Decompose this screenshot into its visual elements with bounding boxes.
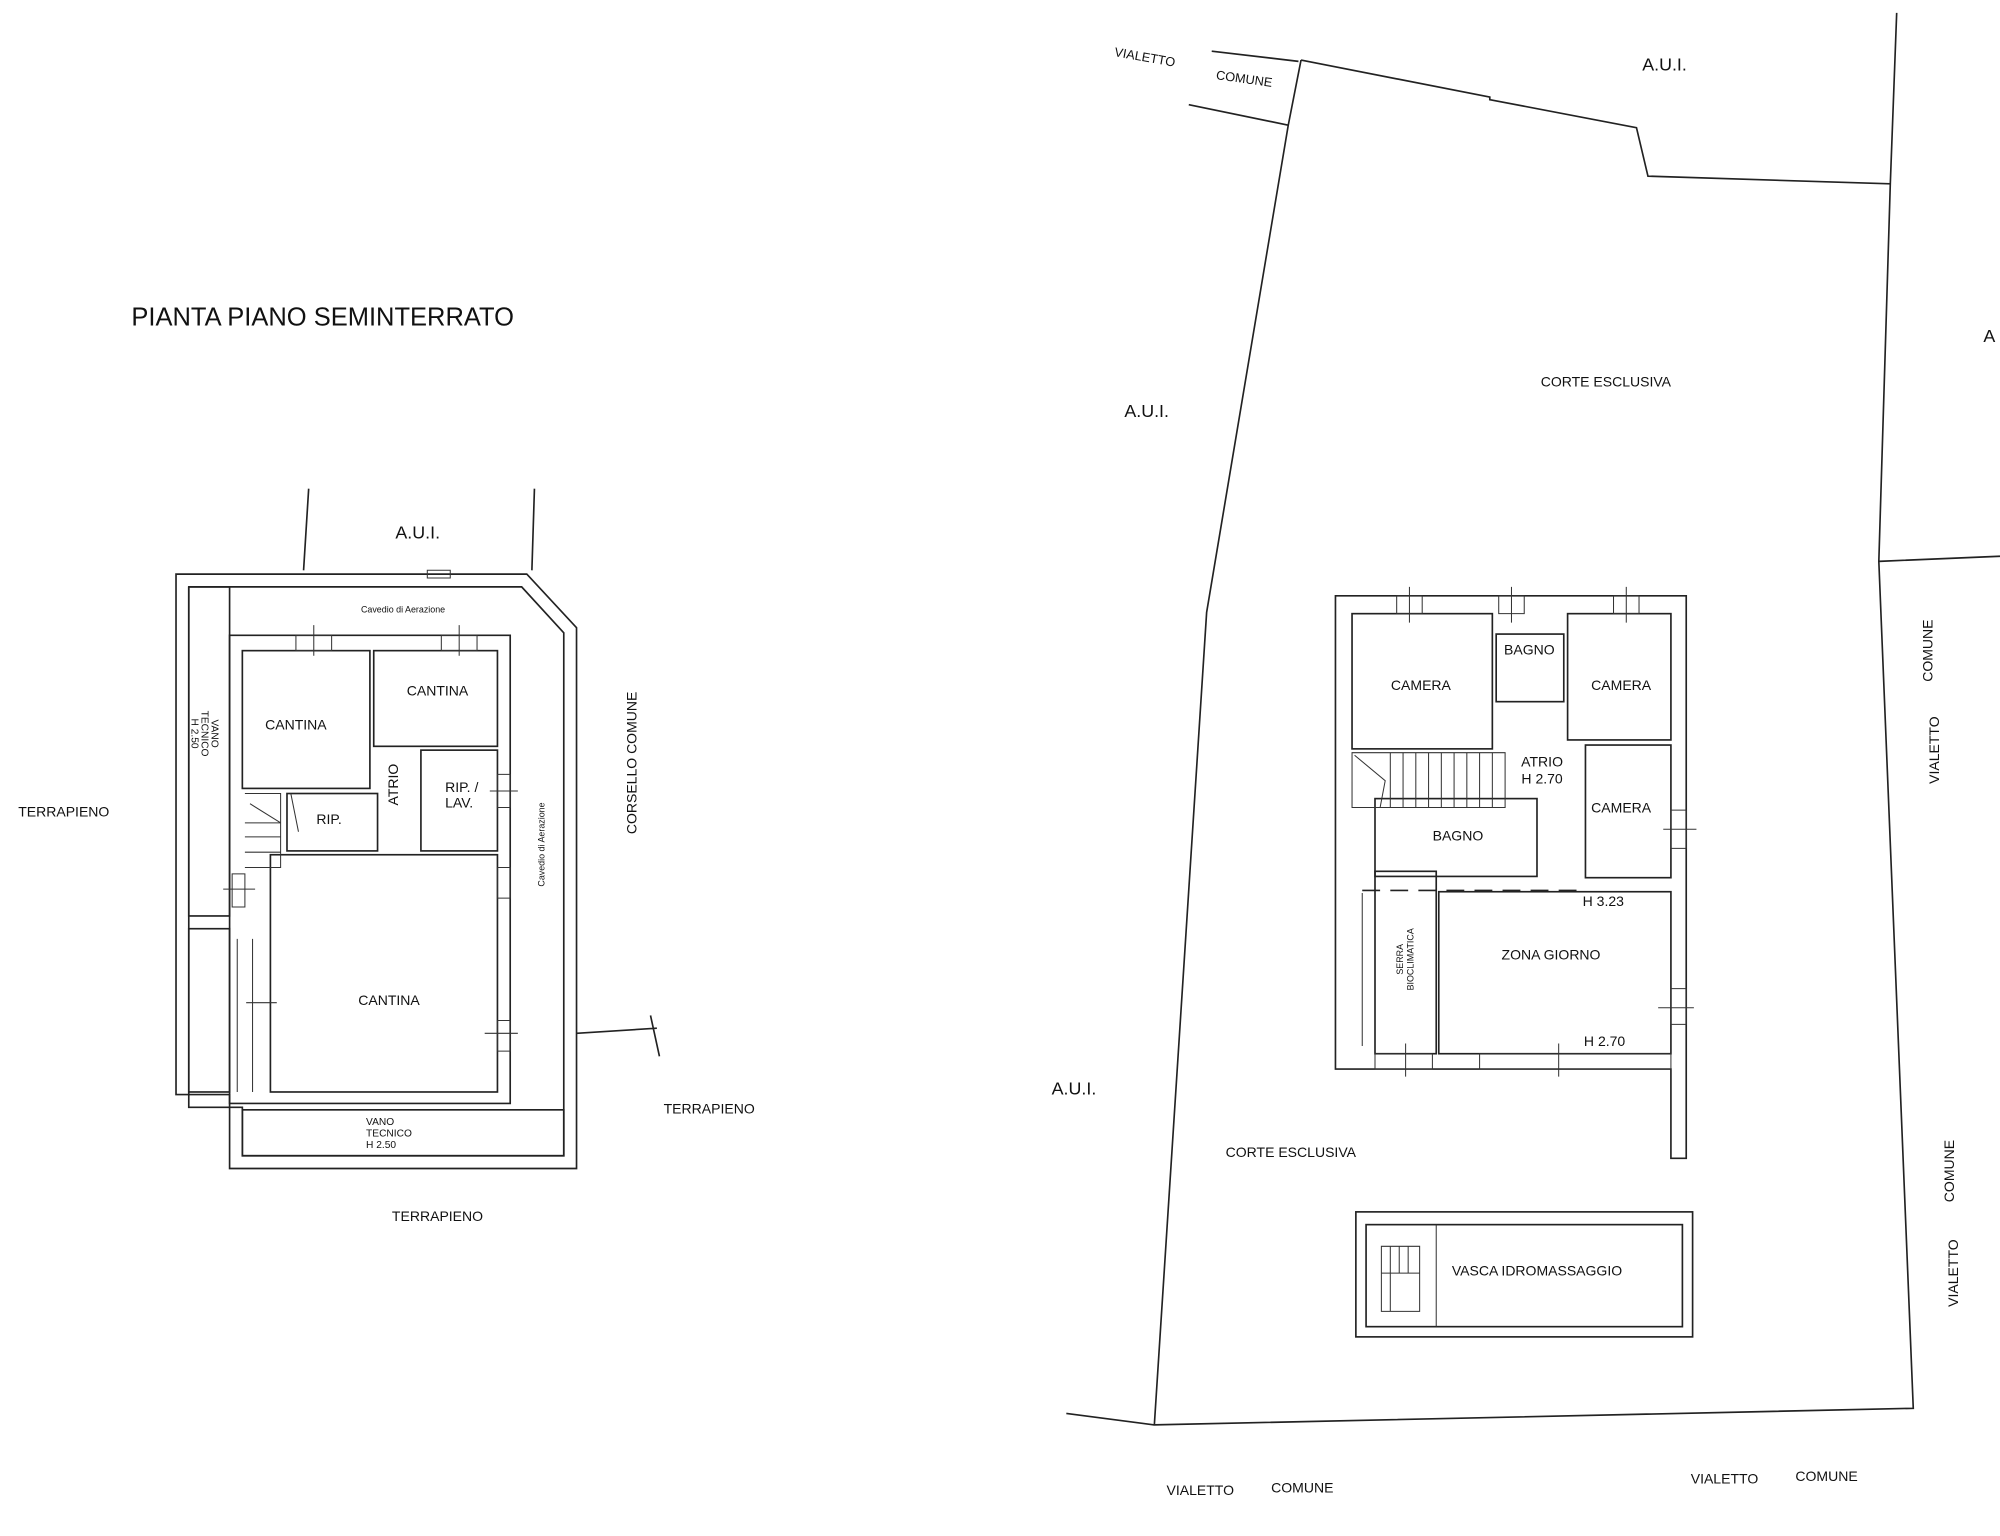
svg-text:VANO: VANO <box>209 719 220 747</box>
terrapieno-left: TERRAPIENO <box>18 803 109 819</box>
room-zona-giorno <box>1437 890 1672 1055</box>
svg-text:TECNICO: TECNICO <box>199 711 210 757</box>
bottom-vialetto-2: VIALETTO <box>1691 1471 1759 1487</box>
atrio-label: ATRIO <box>1521 754 1563 770</box>
cavedio-top-label: Cavedio di Aerazione <box>361 604 445 614</box>
aui-left: A.U.I. <box>1124 401 1169 421</box>
aui-top: A.U.I. <box>1642 54 1687 74</box>
pool-inner <box>1365 1223 1684 1328</box>
house-outer-wall <box>1334 594 1688 1160</box>
camera-2-label: CAMERA <box>1591 677 1652 693</box>
right-vialetto-1: VIALETTO <box>1926 716 1942 784</box>
bottom-comune-1: COMUNE <box>1271 1479 1333 1495</box>
windows <box>1361 586 1697 1077</box>
outer-wall <box>175 573 578 1170</box>
rip-lav-label-1: RIP. / <box>445 779 478 795</box>
vano-bottom-2: TECNICO <box>366 1129 412 1140</box>
lot-boundary <box>1066 12 2000 1426</box>
room-bagno-1 <box>1495 633 1565 703</box>
comune-top: COMUNE <box>1215 67 1273 90</box>
atrio-label: ATRIO <box>385 764 401 806</box>
right-vialetto-2: VIALETTO <box>1945 1239 1961 1307</box>
zona-giorno-label: ZONA GIORNO <box>1502 946 1601 962</box>
room-rip <box>286 792 379 852</box>
cantina-2-label: CANTINA <box>407 682 469 698</box>
basement-plan: PIANTA PIANO SEMINTERRATO A.U.I. Cavedio… <box>18 303 755 1223</box>
rip-label: RIP. <box>316 811 341 827</box>
basement-title: PIANTA PIANO SEMINTERRATO <box>131 303 514 331</box>
windows <box>223 569 518 1092</box>
vano-bottom-3: H 2.50 <box>366 1140 396 1151</box>
h270-label: H 2.70 <box>1584 1033 1625 1049</box>
site-plan: VIALETTO COMUNE A.U.I. A CORTE ESCLUSIVA… <box>1052 12 2000 1498</box>
room-vano-bottom <box>241 1109 565 1157</box>
vano-bottom-1: VANO <box>366 1117 394 1128</box>
terrapieno-right: TERRAPIENO <box>664 1101 755 1117</box>
svg-text:H 2.50: H 2.50 <box>188 719 199 749</box>
bottom-comune-2: COMUNE <box>1795 1468 1857 1484</box>
cantina-1-label: CANTINA <box>265 717 327 733</box>
staircase <box>244 793 299 868</box>
atrio-height-label: H 2.70 <box>1521 770 1562 786</box>
bottom-vialetto-1: VIALETTO <box>1166 1482 1234 1498</box>
serra-label-2: BIOCLIMATICA <box>1405 928 1415 990</box>
bagno-2-label: BAGNO <box>1433 828 1484 844</box>
camera-3-label: CAMERA <box>1591 800 1652 816</box>
pool-outer <box>1355 1211 1694 1338</box>
right-comune-2: COMUNE <box>1941 1140 1957 1202</box>
staircase <box>1351 752 1506 809</box>
vasca-label: VASCA IDROMASSAGGIO <box>1452 1263 1622 1279</box>
room-cantina-big <box>269 853 499 1093</box>
a-right: A <box>1983 326 1995 346</box>
pool-steps <box>1380 1224 1437 1327</box>
aui-label: A.U.I. <box>395 522 440 542</box>
h323-label: H 3.23 <box>1583 893 1624 909</box>
corte-bottom: CORTE ESCLUSIVA <box>1226 1144 1357 1160</box>
vialetto-top: VIALETTO <box>1113 44 1176 69</box>
boundary-lines <box>302 488 661 1057</box>
vano-left-label: VANO TECNICO H 2.50 <box>188 711 219 757</box>
camera-1-label: CAMERA <box>1391 677 1452 693</box>
serra-label-1: SERRA <box>1395 944 1405 975</box>
room-left-lower <box>187 927 231 1093</box>
bagno-1-label: BAGNO <box>1504 641 1555 657</box>
cavedio-side-label: Cavedio di Aerazione <box>537 802 547 886</box>
cantina-big-label: CANTINA <box>358 992 420 1008</box>
terrapieno-bottom: TERRAPIENO <box>392 1208 483 1224</box>
right-comune-1: COMUNE <box>1919 620 1935 682</box>
rip-lav-label-2: LAV. <box>445 795 473 811</box>
corte-top: CORTE ESCLUSIVA <box>1541 374 1672 390</box>
room-vano-left <box>187 586 231 917</box>
aui-left-low: A.U.I. <box>1052 1079 1097 1099</box>
room-cantina-2 <box>372 649 499 748</box>
corsello-label: CORSELLO COMUNE <box>623 692 639 835</box>
room-bagno-2 <box>1374 797 1538 878</box>
outer-wall-inner <box>187 586 565 1157</box>
